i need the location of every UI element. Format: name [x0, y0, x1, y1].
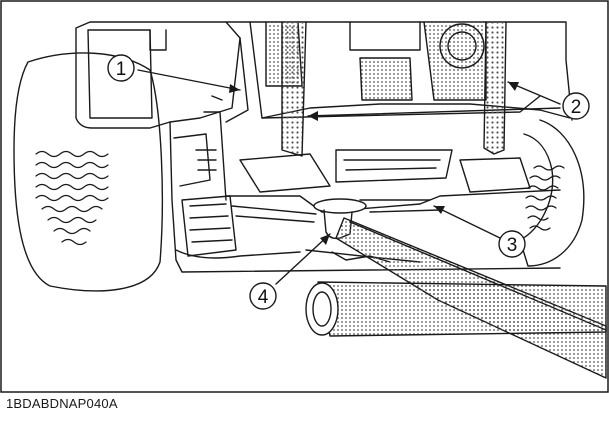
callout-3: 3	[498, 230, 526, 258]
svg-text:3: 3	[507, 235, 518, 256]
leader-4	[275, 233, 331, 285]
callout-2: 2	[562, 92, 590, 120]
body-panel-inner	[87, 29, 153, 119]
leader-1	[137, 69, 241, 91]
leader-2a	[307, 107, 561, 117]
left-tire-outline	[13, 52, 164, 292]
lower-tube	[317, 281, 607, 337]
callout-4: 4	[249, 282, 277, 310]
right-frame-member	[483, 21, 507, 155]
svg-text:1: 1	[116, 59, 127, 80]
body-panel	[75, 21, 241, 129]
svg-text:2: 2	[571, 97, 582, 118]
leader-3	[433, 205, 501, 239]
right-tire-outline	[519, 119, 585, 267]
figure-code-label: 1BDABDNAP040A	[6, 396, 118, 411]
left-frame-member	[281, 21, 307, 157]
under-panel	[225, 189, 561, 213]
callout-1: 1	[107, 54, 135, 82]
pivot-disc	[313, 198, 367, 214]
svg-text:4: 4	[258, 287, 269, 308]
